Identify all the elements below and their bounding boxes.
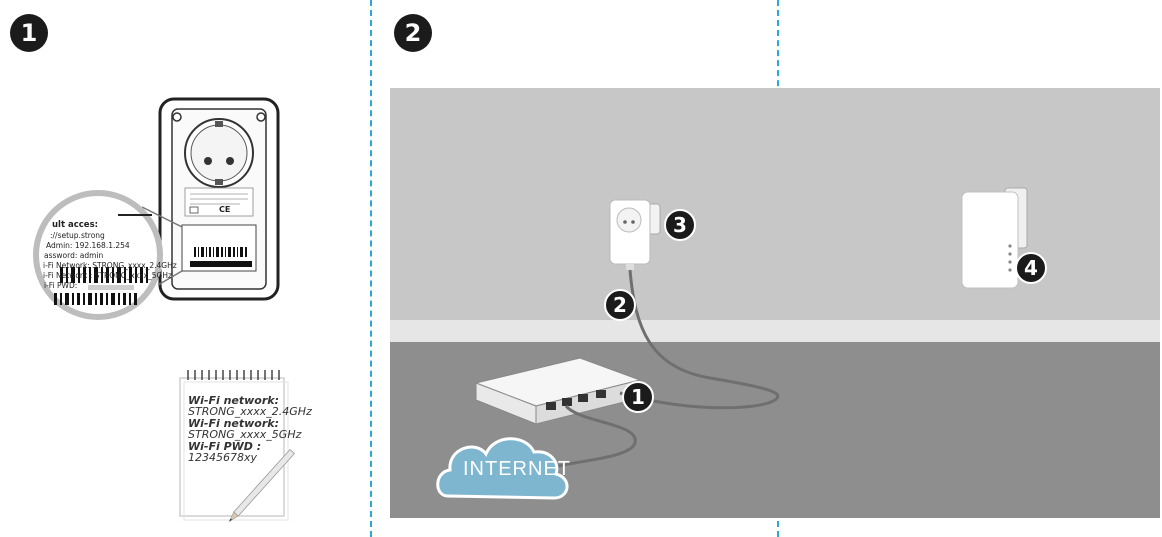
label-line-4: assword: admin xyxy=(44,251,104,260)
divider-left xyxy=(370,0,372,537)
notepad-illustration xyxy=(179,370,296,523)
callout-2: 2 xyxy=(604,289,636,321)
powerline-wifi-adapter xyxy=(961,187,1028,289)
label-line-7: i-Fi PWD: xyxy=(44,281,78,290)
notepad-pwd-value: 12345678xy xyxy=(188,451,258,464)
notepad-pwd-heading: Wi-Fi PWD : xyxy=(188,440,262,453)
ce-mark: CE xyxy=(219,205,231,214)
notepad-network-heading-2: Wi-Fi network: xyxy=(188,417,279,430)
internet-cloud xyxy=(436,437,569,500)
baseboard xyxy=(390,320,1160,342)
notepad-network-heading-1: Wi-Fi network: xyxy=(188,394,279,407)
device-back-illustration xyxy=(33,97,280,320)
internet-label: INTERNET xyxy=(463,458,571,480)
label-line-2: ://setup.strong xyxy=(50,231,105,240)
scene-devices xyxy=(436,187,1028,500)
notepad-network-value-1: STRONG_xxxx_2.4GHz xyxy=(188,405,312,418)
step-2-badge: 2 xyxy=(394,14,432,52)
step-1-badge: 1 xyxy=(10,14,48,52)
installation-scene: INTERNET 3 2 1 4 xyxy=(390,88,1160,518)
callout-3: 3 xyxy=(664,209,696,241)
notepad-network-value-2: STRONG_xxxx_5GHz xyxy=(188,428,302,441)
label-line-1: ult acces: xyxy=(52,220,99,230)
callout-1: 1 xyxy=(622,381,654,413)
router xyxy=(474,357,642,425)
label-line-5: i-Fi Network: STRONG_xxxx_2.4GHz xyxy=(43,261,177,270)
label-line-6: i-Fi Network : STRONG_xxxx_5GHz xyxy=(43,271,172,280)
callout-4: 4 xyxy=(1015,252,1047,284)
label-line-3: Admin: 192.168.1.254 xyxy=(46,241,130,250)
powerline-adapter-socket xyxy=(609,199,661,270)
